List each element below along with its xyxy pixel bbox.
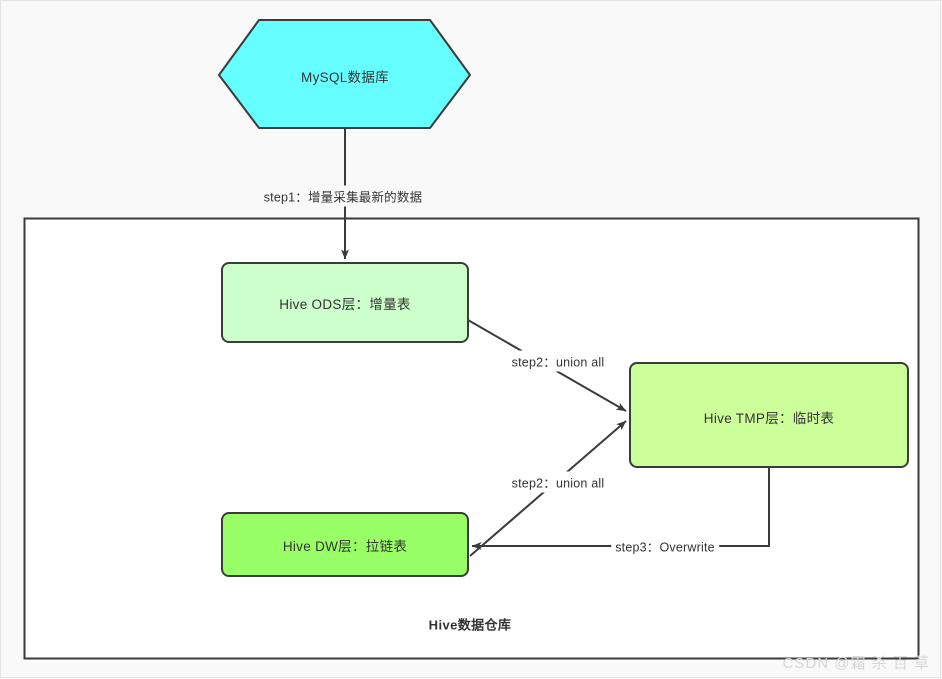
dw-node-shape bbox=[221, 512, 469, 577]
ods-node-shape bbox=[221, 262, 469, 343]
mysql-node-label: MySQL数据库 bbox=[301, 70, 389, 85]
edge-label-step3: step3：Overwrite bbox=[611, 535, 719, 557]
edge-label-step2-ods: step2：union all bbox=[507, 350, 609, 372]
edge-label-step2-dw: step2：union all bbox=[507, 471, 609, 493]
watermark-csdn: CSDN @霜 杀 百 草 bbox=[782, 655, 930, 672]
hive-warehouse-title: Hive数据仓库 bbox=[428, 617, 512, 633]
tmp-node-label: Hive TMP层：临时表 bbox=[703, 411, 835, 426]
ods-node-label: Hive ODS层：增量表 bbox=[279, 297, 411, 312]
mysql-node-shape bbox=[218, 19, 471, 129]
edge-label-step1: step1：增量采集最新的数据 bbox=[259, 185, 427, 207]
edge-tmp-to-dw bbox=[471, 467, 770, 550]
dw-node-label: Hive DW层：拉链表 bbox=[282, 539, 408, 554]
